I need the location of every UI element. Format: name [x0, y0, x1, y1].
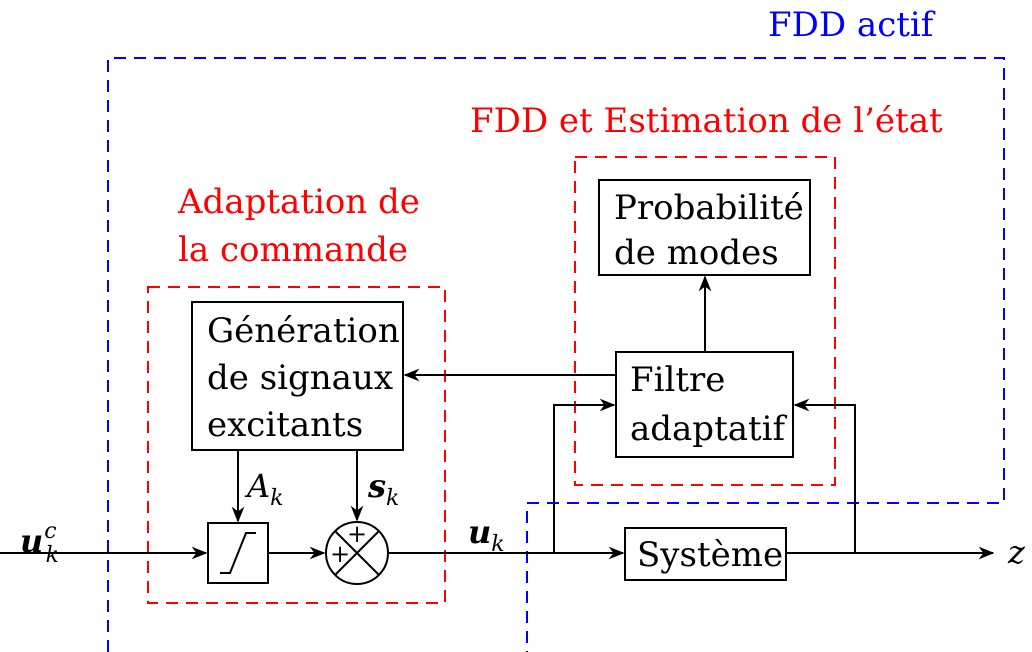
- excitation-label: sk: [367, 467, 399, 511]
- generation-line2: de signaux: [207, 358, 393, 398]
- summer-sign-left: +: [330, 540, 350, 568]
- adaptation-label-line1: Adaptation de: [177, 182, 420, 222]
- fdd-estimation-label: FDD et Estimation de l’état: [470, 101, 943, 141]
- filtre-line2: adaptatif: [630, 409, 788, 449]
- fdd-estimation-region: [574, 156, 836, 486]
- generation-block: [191, 301, 404, 451]
- probabilite-line2: de modes: [614, 233, 779, 273]
- summer-sign-top: +: [347, 520, 367, 548]
- amplitude-label: Ak: [244, 467, 283, 511]
- saturation-icon: [220, 532, 256, 574]
- output-to-filter-arrow: [793, 398, 856, 553]
- filtre-block: [615, 351, 794, 458]
- systeme-block: [624, 527, 787, 581]
- systeme-label: Système: [637, 535, 783, 575]
- output-signal-label: z: [1007, 533, 1026, 571]
- generation-line1: Génération: [207, 311, 400, 351]
- fdd-actif-label: FDD actif: [768, 5, 936, 45]
- generation-line3: excitants: [207, 405, 363, 445]
- probabilite-line1: Probabilité: [614, 188, 804, 228]
- control-signal-label: uk: [468, 513, 505, 557]
- filtre-line1: Filtre: [630, 360, 725, 400]
- probabilite-block: [598, 179, 811, 276]
- adaptation-region: [147, 286, 446, 604]
- adaptation-label-line2: la commande: [178, 230, 408, 270]
- control-to-filter-arrow: [553, 398, 616, 553]
